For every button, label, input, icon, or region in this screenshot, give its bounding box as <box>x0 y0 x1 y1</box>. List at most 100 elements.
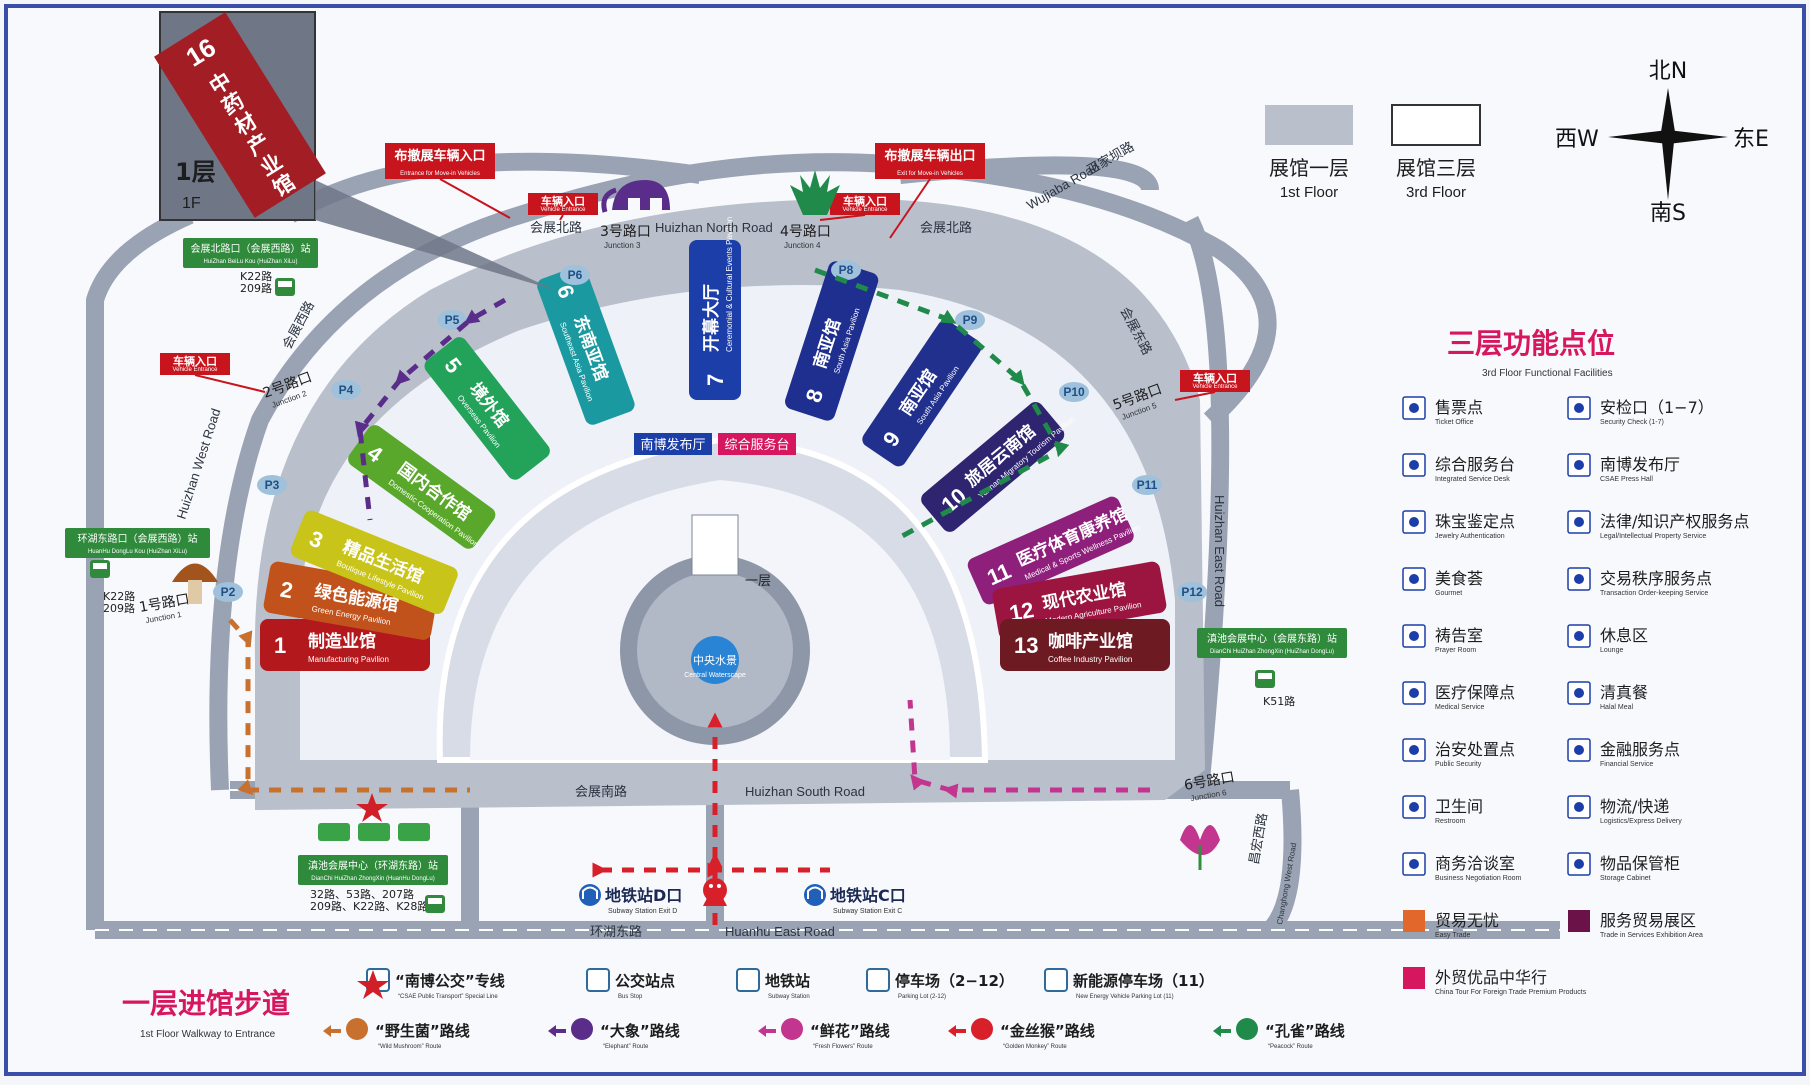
parking-p8[interactable]: P8 <box>831 260 861 280</box>
junction-label: 3号路口 <box>600 224 651 240</box>
subway-icon <box>736 968 760 992</box>
compass-north: 北N <box>1649 59 1687 84</box>
pavilion-11-shape[interactable] <box>965 494 1136 607</box>
legend-label: 地铁站 <box>765 972 810 990</box>
facility-en: China Tour For Foreign Trade Premium Pro… <box>1435 989 1587 996</box>
facility-label: 休息区 <box>1600 626 1648 645</box>
parking-p12[interactable]: P12 <box>1177 582 1207 602</box>
hall-16-floor-en: 1F <box>182 195 201 212</box>
pavilion-4-shape[interactable] <box>345 422 499 552</box>
facility-en: Security Check (1-7) <box>1600 419 1664 426</box>
pavilion-3-shape[interactable] <box>288 508 460 616</box>
compass-rose: 北N 南S 东E 西W <box>1555 59 1769 226</box>
escalator-stairs <box>691 514 739 576</box>
legend-en: New Energy Vehicle Parking Lot (11) <box>1076 994 1174 1000</box>
pavilion-1-en: Manufacturing Pavilion <box>308 655 389 664</box>
facilities-title: 三层功能点位 <box>1447 327 1615 360</box>
junction-en: Junction 4 <box>784 241 821 250</box>
bus-lines: 32路、53路、207路 <box>310 888 414 901</box>
facility-en: Prayer Room <box>1435 647 1476 654</box>
facilities-subtitle: 3rd Floor Functional Facilities <box>1482 368 1613 379</box>
bus-station-en: HuanHu DongLu Kou (HuiZhan XiLu) <box>88 549 187 555</box>
bus-station-name: 滇池会展中心（会展东路）站 <box>1207 632 1337 645</box>
bus-lines: 209路 <box>103 602 135 615</box>
parking-p11[interactable]: P11 <box>1132 475 1162 495</box>
bus-stop-icon <box>586 968 610 992</box>
services-area-icon <box>1568 910 1590 932</box>
parking-label: P10 <box>1063 385 1085 399</box>
pavilion-7-name: 开幕大厅 <box>701 284 722 352</box>
parking-p6[interactable]: P6 <box>560 265 590 285</box>
facility-en: Financial Service <box>1600 761 1653 768</box>
parking-label: P5 <box>445 313 460 327</box>
pavilion-13-shape[interactable] <box>1000 619 1170 671</box>
facility-label: 医疗保障点 <box>1435 683 1515 702</box>
pavilion-8-shape[interactable] <box>783 259 880 422</box>
subway-c[interactable]: 地铁站C口 Subway Station Exit C <box>804 884 906 915</box>
ev-parking-icon <box>1044 968 1068 992</box>
bus-lines: K51路 <box>1263 695 1295 708</box>
bus-station-name: 会展北路口（会展西路）站 <box>191 242 311 255</box>
legend-label: “孔雀”路线 <box>1265 1022 1345 1040</box>
callout-label: 车辆入口 <box>173 354 217 368</box>
walkway-legend: 一层进馆步道 1st Floor Walkway to Entrance “南博… <box>122 968 1345 1050</box>
pavilion-7-shape[interactable] <box>689 240 741 400</box>
road-label-south-cn: 会展南路 <box>575 784 627 800</box>
parking-p4[interactable]: P4 <box>331 380 361 400</box>
bus-lines: 209路、K22路、K28路 <box>310 900 428 913</box>
floor1-swatch <box>1265 105 1353 145</box>
bus-stop-icon <box>1255 670 1275 688</box>
pavilion-6-shape[interactable] <box>535 264 637 427</box>
compass-east: 东E <box>1733 127 1769 152</box>
facility-label: 清真餐 <box>1600 683 1648 702</box>
service-desk-box[interactable] <box>718 433 796 455</box>
parking-icon <box>866 968 890 992</box>
pavilion-2-number: 2 <box>278 577 294 604</box>
press-hall-box[interactable] <box>634 433 712 455</box>
bus-lines: K22路 <box>103 590 135 603</box>
parking-p10[interactable]: P10 <box>1059 382 1089 402</box>
callout-en: Vehicle Entrance <box>540 207 586 213</box>
legend-en: Parking Lot (2-12) <box>898 994 946 1000</box>
facility-label: 交易秩序服务点 <box>1600 569 1712 588</box>
peacock-icon <box>1236 1018 1258 1040</box>
parking-p2[interactable]: P2 <box>213 582 243 602</box>
facility-label: 法律/知识产权服务点 <box>1600 512 1749 531</box>
parking-p3[interactable]: P3 <box>257 475 287 495</box>
hall-16-floor-cn: 1层 <box>175 158 216 186</box>
subway-d[interactable]: 地铁站D口 Subway Station Exit D <box>579 884 682 915</box>
legend-label: “大象”路线 <box>600 1022 680 1040</box>
subway-c-en: Subway Station Exit C <box>833 908 902 915</box>
parking-label: P11 <box>1137 478 1158 492</box>
facility-label: 祷告室 <box>1435 626 1483 645</box>
bus-stop-icon <box>275 278 295 296</box>
pavilion-2-shape[interactable] <box>262 560 438 641</box>
facility-en: Business Negotiation Room <box>1435 875 1522 882</box>
easy-trade-icon <box>1403 910 1425 932</box>
mushroom-icon <box>346 1018 368 1040</box>
service-desk-label: 综合服务台 <box>724 437 789 453</box>
central-waterscape-en: Central Waterscape <box>684 672 746 679</box>
callout-en: Vehicle Entrance <box>1192 384 1238 390</box>
facility-en: Storage Cabinet <box>1600 875 1651 882</box>
